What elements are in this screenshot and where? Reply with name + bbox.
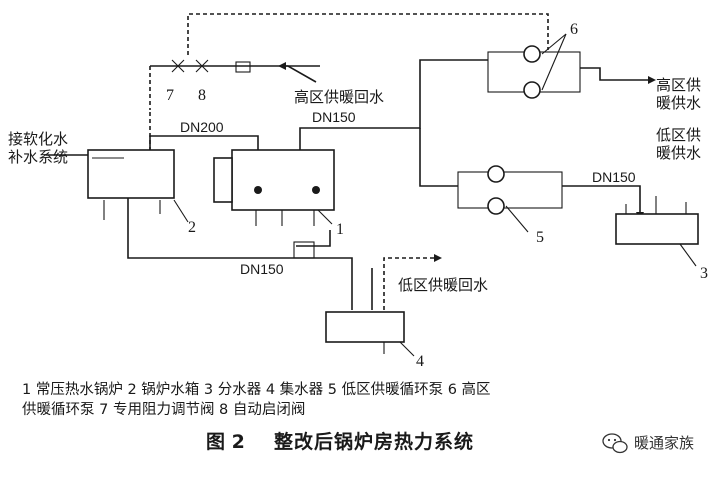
valve-group — [171, 59, 251, 73]
dn200-pipe — [149, 135, 259, 152]
dn150-bottom-label: DN150 — [240, 261, 284, 277]
low-zone-return-label: 低区供暖回水 — [398, 276, 488, 294]
figure-title: 整改后锅炉房热力系统 — [274, 430, 474, 453]
figure-caption: 图 2 整改后锅炉房热力系统 — [206, 430, 474, 453]
arrow-right-hz-supply — [648, 76, 656, 84]
callout-5: 5 — [536, 229, 544, 246]
callout-numbers: 1 2 3 4 5 6 7 8 — [166, 21, 708, 370]
figure-number: 图 2 — [206, 431, 245, 453]
legend: 1 常压热水锅炉 2 锅炉水箱 3 分水器 4 集水器 5 低区供暖循环泵 6 … — [22, 381, 491, 418]
auto-shutoff-valve-icon — [195, 59, 209, 73]
callout-8: 8 — [198, 87, 206, 104]
watermark: 暖通家族 — [602, 433, 694, 454]
high-zone-supply-label-line2: 暖供水 — [656, 94, 701, 112]
water-distributor — [615, 196, 699, 245]
low-zone-supply-pipe — [562, 185, 641, 212]
dn200-label: DN200 — [180, 119, 224, 135]
boiler-bottom-pipe — [296, 230, 331, 247]
callout-6: 6 — [570, 21, 578, 38]
legend-line-1: 1 常压热水锅炉 2 锅炉水箱 3 分水器 4 集水器 5 低区供暖循环泵 6 … — [22, 381, 491, 398]
dn150-right-label: DN150 — [592, 169, 636, 185]
low-zone-pump-frame — [457, 171, 563, 209]
low-zone-supply-label-line1: 低区供 — [656, 126, 701, 144]
arrow-left-hz-return — [278, 62, 286, 70]
high-zone-return-label: 高区供暖回水 — [294, 88, 384, 106]
callout-3: 3 — [700, 265, 708, 282]
dn150-main-pipe — [299, 59, 488, 152]
legend-line-2: 供暖循环泵 7 专用阻力调节阀 8 自动启闭阀 — [22, 401, 305, 418]
water-collector — [325, 311, 405, 354]
arrow-lz-return — [434, 254, 442, 262]
callout-leaders — [173, 33, 697, 357]
high-zone-supply-pipe — [580, 67, 648, 81]
pump-icon — [487, 197, 505, 215]
low-zone-supply-label-line2: 暖供水 — [656, 144, 701, 162]
callout-7: 7 — [166, 87, 174, 104]
high-zone-pumps — [523, 45, 541, 99]
low-zone-pumps — [487, 165, 505, 215]
boiler-water-tank — [87, 149, 175, 220]
soft-water-label-line1: 接软化水 — [8, 130, 68, 148]
diagram-labels: 接软化水 补水系统 高区供暖回水 高区供 暖供水 低区供 暖供水 低区供暖回水 … — [8, 76, 701, 294]
filter-icon — [235, 61, 251, 73]
pipe-network — [46, 13, 648, 310]
bottom-valve-icon — [293, 241, 315, 259]
high-zone-supply-label-line1: 高区供 — [656, 76, 701, 94]
pump-icon — [487, 165, 505, 183]
dashed-control-line-top — [187, 13, 549, 55]
pump-icon — [523, 45, 541, 63]
dn150-top-label: DN150 — [312, 109, 356, 125]
atmospheric-hot-water-boiler — [213, 149, 335, 226]
low-zone-feed-pipe — [419, 128, 458, 187]
callout-1: 1 — [336, 221, 344, 238]
resistance-valve-icon — [171, 59, 185, 73]
watermark-text: 暖通家族 — [634, 434, 694, 452]
low-zone-return-dashed — [383, 257, 438, 310]
dn150-bottom-return-pipe — [127, 196, 353, 310]
wechat-icon — [602, 433, 628, 454]
pump-icon — [523, 81, 541, 99]
return-valve-bottom — [293, 241, 315, 259]
callout-2: 2 — [188, 219, 196, 236]
soft-water-label-line2: 补水系统 — [8, 148, 68, 166]
callout-4: 4 — [416, 353, 424, 370]
